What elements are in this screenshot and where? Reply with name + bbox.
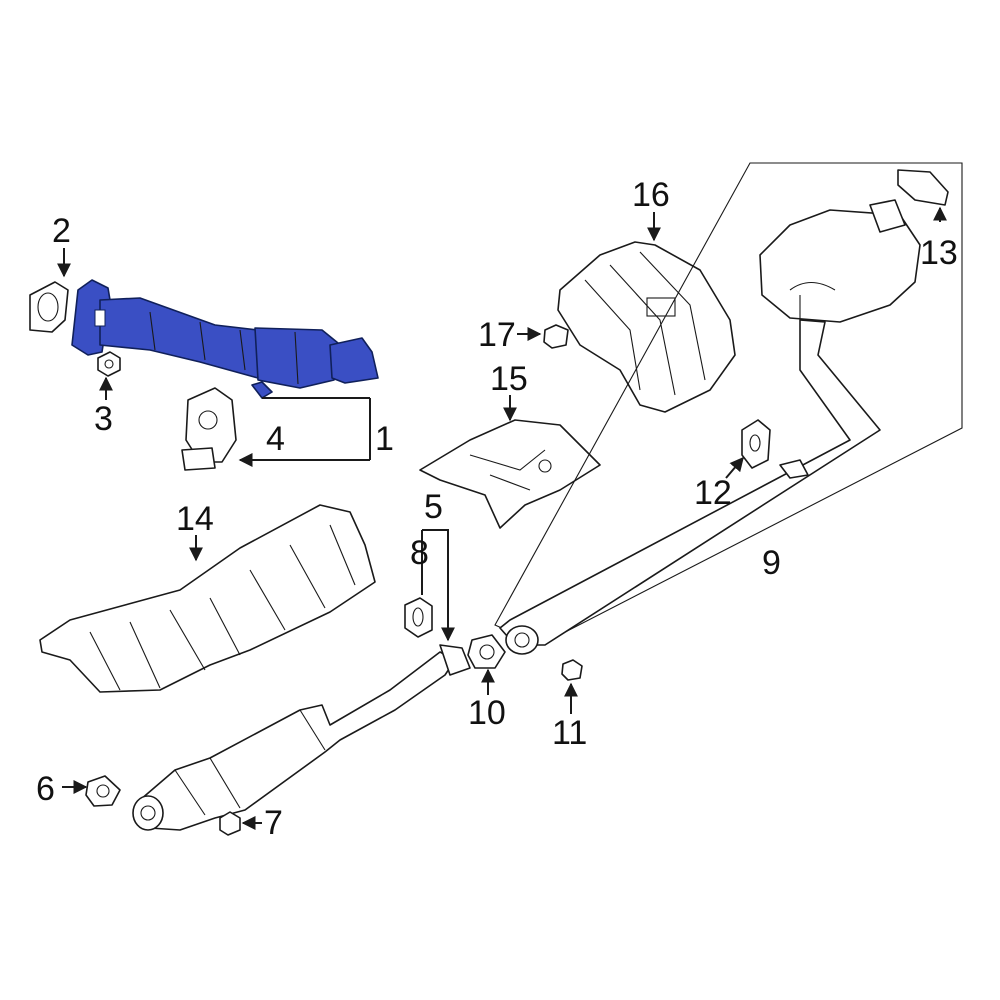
callout-7: 7 (264, 804, 283, 842)
callout-11: 11 (552, 714, 587, 752)
hanger-bracket-rear (779, 459, 809, 479)
front-pipe-gasket[interactable] (29, 281, 69, 333)
callout-17: 17 (478, 316, 516, 354)
callout-10: 10 (468, 694, 506, 732)
callout-13: 13 (920, 234, 958, 272)
rear-converter-gasket[interactable] (85, 775, 121, 807)
callout-3: 3 (94, 400, 113, 438)
callout-2: 2 (52, 212, 71, 250)
callout-4: 4 (266, 420, 285, 458)
muffler-nut[interactable] (561, 659, 583, 681)
callout-16: 16 (632, 176, 670, 214)
exhaust-nut[interactable] (97, 351, 121, 377)
center-heat-shield[interactable] (419, 419, 601, 529)
intermediate-pipe-resonator[interactable] (132, 644, 471, 831)
intermediate-pipe-gasket[interactable] (467, 634, 506, 669)
rubber-hanger-center[interactable] (404, 597, 433, 638)
front-pipe-bracket[interactable] (181, 387, 237, 471)
rear-flange (329, 337, 379, 384)
callout-5: 5 (424, 488, 443, 526)
callout-6: 6 (36, 770, 55, 808)
callout-9: 9 (762, 544, 781, 582)
heat-shield-clip[interactable] (543, 324, 569, 349)
converter-nut[interactable] (219, 811, 241, 836)
callout-12: 12 (694, 474, 732, 512)
exhaust-valve-actuator[interactable] (897, 169, 949, 206)
rear-heat-shield-upper[interactable] (557, 241, 736, 413)
callout-15: 15 (490, 360, 528, 398)
front-exhaust-pipe-catalytic-converter[interactable] (71, 279, 379, 399)
rear-muffler[interactable] (759, 199, 921, 323)
o2-sensor-boss (251, 381, 273, 399)
callout-labels: 1 2 3 4 5 6 7 8 9 10 11 12 13 14 15 16 1… (36, 176, 958, 842)
floor-heat-shield[interactable] (39, 504, 376, 693)
rubber-hanger-rear[interactable] (741, 419, 771, 469)
callout-8: 8 (410, 534, 429, 572)
callout-1: 1 (375, 420, 394, 458)
muffler-tail-pipe[interactable] (499, 319, 881, 655)
callout-14: 14 (176, 500, 214, 538)
leader-lines (57, 206, 947, 830)
